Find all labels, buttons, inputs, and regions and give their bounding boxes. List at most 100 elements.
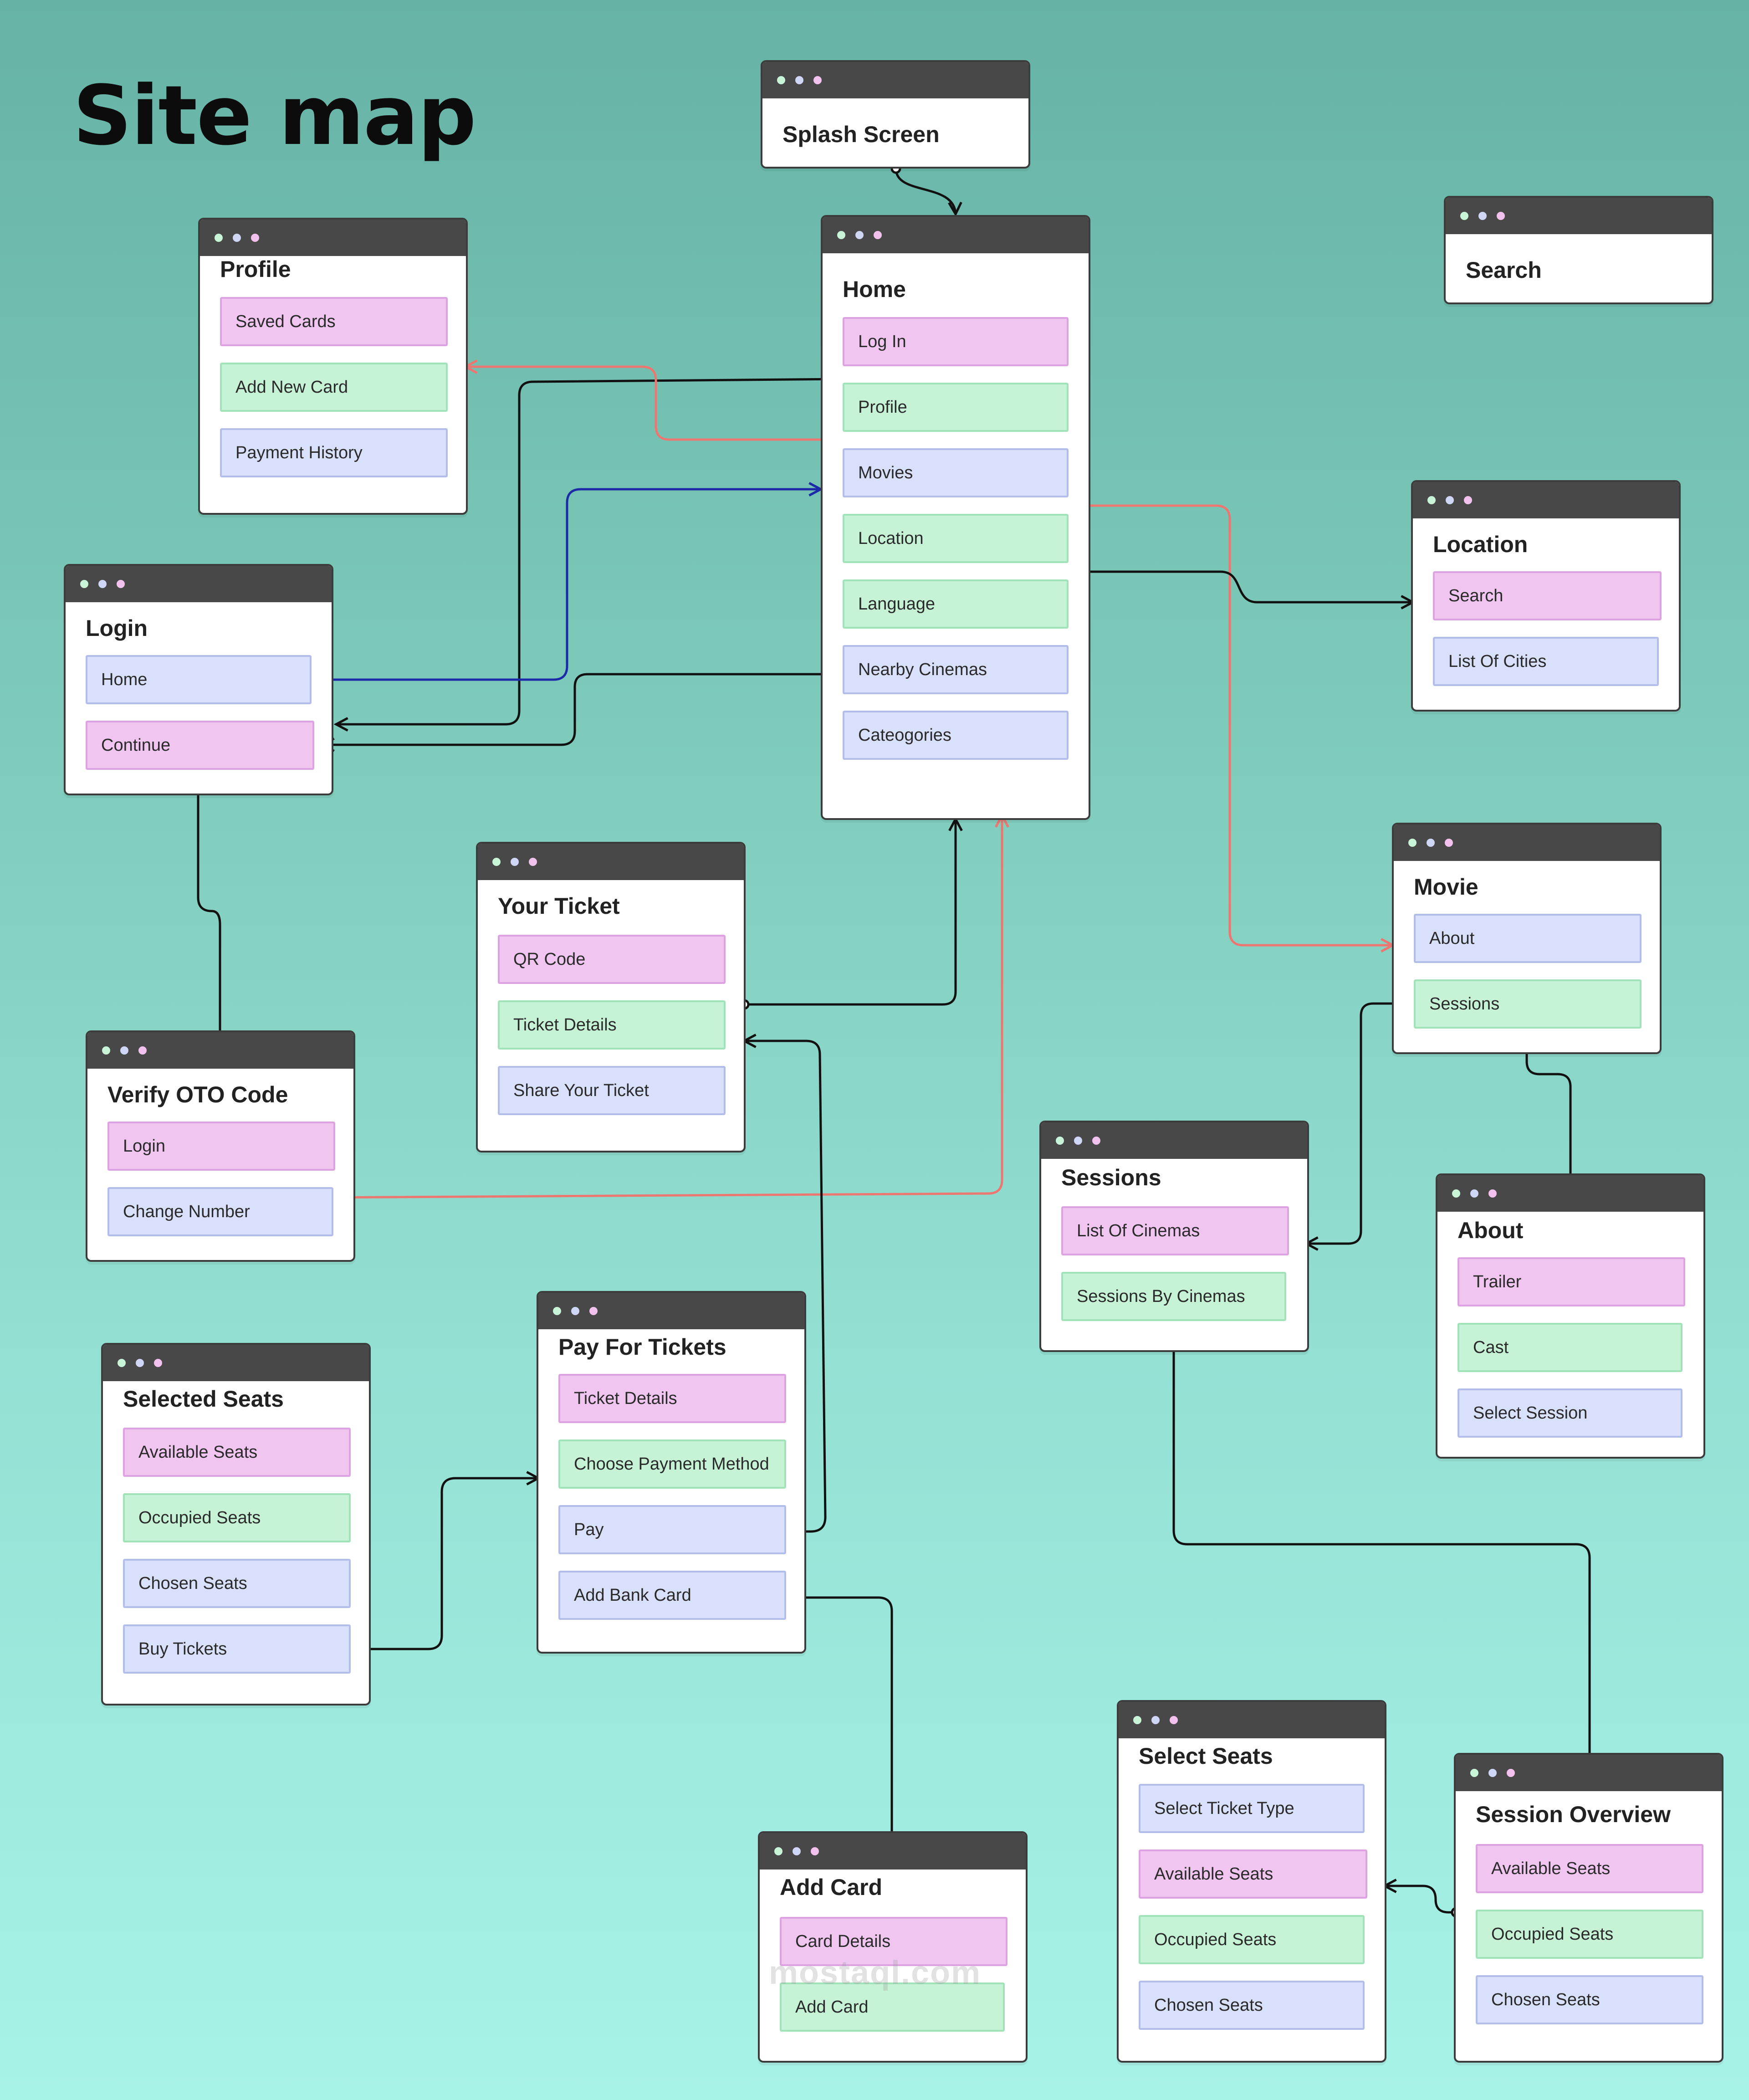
profile-item-saved-cards[interactable]: Saved Cards — [220, 297, 448, 346]
window-titlebar — [66, 566, 332, 602]
addcard-item-card-details[interactable]: Card Details — [780, 1917, 1007, 1966]
home-item-nearby-cinemas[interactable]: Nearby Cinemas — [843, 645, 1069, 694]
window-home[interactable]: Home Log In Profile Movies Location Lang… — [821, 215, 1090, 820]
window-titlebar — [87, 1032, 353, 1069]
home-item-log-in[interactable]: Log In — [843, 317, 1069, 366]
watermark: mostaql.com — [769, 1955, 982, 1991]
overview-item-chosen-seats[interactable]: Chosen Seats — [1476, 1975, 1703, 2024]
about-item-cast[interactable]: Cast — [1458, 1323, 1683, 1372]
window-titlebar — [1041, 1122, 1307, 1159]
ticket-item-share-your-ticket[interactable]: Share Your Ticket — [498, 1066, 726, 1115]
login-item-home[interactable]: Home — [86, 655, 312, 704]
window-title: Login — [86, 615, 148, 641]
window-profile[interactable]: Profile Saved Cards Add New Card Payment… — [198, 218, 468, 515]
window-session-overview[interactable]: Session Overview Available Seats Occupie… — [1454, 1753, 1723, 2063]
sessions-item-sessions-by-cinemas[interactable]: Sessions By Cinemas — [1061, 1272, 1286, 1321]
window-title: Splash Screen — [782, 122, 940, 147]
window-select-seats[interactable]: Select Seats Select Ticket Type Availabl… — [1117, 1700, 1386, 2063]
dot-icon — [874, 231, 882, 239]
dot-icon — [1464, 496, 1472, 504]
window-pay-for-tickets[interactable]: Pay For Tickets Ticket Details Choose Pa… — [537, 1291, 806, 1654]
window-verify-oto-code[interactable]: Verify OTO Code Login Change Number — [86, 1030, 355, 1262]
page-title: Site map — [73, 68, 476, 164]
dot-icon — [1478, 212, 1487, 220]
window-splash-screen[interactable]: Splash Screen — [761, 60, 1030, 169]
window-titlebar — [762, 62, 1028, 98]
dot-icon — [1497, 212, 1505, 220]
about-item-select-session[interactable]: Select Session — [1458, 1388, 1683, 1438]
dot-icon — [98, 580, 107, 588]
pay-item-choose-payment-method[interactable]: Choose Payment Method — [558, 1439, 786, 1489]
overview-item-occupied-seats[interactable]: Occupied Seats — [1476, 1910, 1703, 1959]
window-titlebar — [1119, 1702, 1385, 1738]
window-selected-seats[interactable]: Selected Seats Available Seats Occupied … — [101, 1343, 371, 1706]
dot-icon — [1452, 1189, 1460, 1198]
dot-icon — [251, 234, 259, 242]
window-sessions[interactable]: Sessions List Of Cinemas Sessions By Cin… — [1039, 1121, 1309, 1352]
dot-icon — [774, 1847, 782, 1855]
selected-item-buy-tickets[interactable]: Buy Tickets — [123, 1624, 351, 1674]
overview-item-available-seats[interactable]: Available Seats — [1476, 1844, 1703, 1893]
sessions-item-list-of-cinemas[interactable]: List Of Cinemas — [1061, 1206, 1289, 1255]
pay-item-pay[interactable]: Pay — [558, 1505, 786, 1554]
home-item-language[interactable]: Language — [843, 579, 1069, 629]
window-your-ticket[interactable]: Your Ticket QR Code Ticket Details Share… — [476, 842, 746, 1152]
selected-item-occupied-seats[interactable]: Occupied Seats — [123, 1493, 351, 1542]
pay-item-ticket-details[interactable]: Ticket Details — [558, 1374, 786, 1423]
window-movie[interactable]: Movie About Sessions — [1392, 823, 1662, 1054]
window-title: Sessions — [1061, 1165, 1161, 1190]
home-item-categories[interactable]: Cateogories — [843, 711, 1069, 760]
window-title: Add Card — [780, 1875, 882, 1900]
dot-icon — [80, 580, 88, 588]
dot-icon — [571, 1307, 579, 1315]
window-about[interactable]: About Trailer Cast Select Session — [1436, 1173, 1705, 1459]
window-title: Your Ticket — [498, 893, 620, 919]
window-titlebar — [1446, 198, 1712, 234]
dot-icon — [1074, 1137, 1082, 1145]
window-title: Profile — [220, 256, 291, 282]
selectseats-item-available-seats[interactable]: Available Seats — [1139, 1849, 1367, 1899]
selected-item-chosen-seats[interactable]: Chosen Seats — [123, 1559, 351, 1608]
selectseats-item-chosen-seats[interactable]: Chosen Seats — [1139, 1981, 1365, 2030]
about-item-trailer[interactable]: Trailer — [1458, 1257, 1685, 1306]
location-item-list-of-cities[interactable]: List Of Cities — [1433, 637, 1659, 686]
dot-icon — [811, 1847, 819, 1855]
dot-icon — [1133, 1716, 1141, 1724]
verify-item-change-number[interactable]: Change Number — [107, 1187, 333, 1236]
link-movies-movie — [1068, 504, 1393, 945]
ticket-item-qr-code[interactable]: QR Code — [498, 935, 726, 984]
window-add-card[interactable]: Add Card Card Details Add Card — [758, 1831, 1028, 2063]
selectseats-item-occupied-seats[interactable]: Occupied Seats — [1139, 1915, 1365, 1964]
ticket-item-ticket-details[interactable]: Ticket Details — [498, 1000, 726, 1050]
selected-item-available-seats[interactable]: Available Seats — [123, 1428, 351, 1477]
movie-item-about[interactable]: About — [1414, 914, 1642, 963]
login-item-continue[interactable]: Continue — [86, 721, 314, 770]
movie-item-sessions[interactable]: Sessions — [1414, 979, 1642, 1029]
window-title: Select Seats — [1139, 1743, 1273, 1769]
dot-icon — [102, 1046, 110, 1055]
window-login[interactable]: Login Home Continue — [64, 564, 333, 795]
link-movie-sessions — [1306, 1002, 1414, 1244]
window-search[interactable]: Search — [1444, 196, 1713, 304]
profile-item-payment-history[interactable]: Payment History — [220, 428, 448, 477]
verify-item-login[interactable]: Login — [107, 1122, 335, 1171]
pay-item-add-bank-card[interactable]: Add Bank Card — [558, 1571, 786, 1620]
home-item-movies[interactable]: Movies — [843, 448, 1069, 497]
addcard-item-add-card[interactable]: Add Card — [780, 1982, 1005, 2032]
dot-icon — [1488, 1189, 1497, 1198]
dot-icon — [1427, 496, 1436, 504]
window-title: Selected Seats — [123, 1386, 284, 1412]
link-buy-pay — [347, 1478, 538, 1650]
dot-icon — [215, 234, 223, 242]
location-item-search[interactable]: Search — [1433, 571, 1662, 620]
window-location[interactable]: Location Search List Of Cities — [1411, 480, 1681, 712]
dot-icon — [1056, 1137, 1064, 1145]
profile-item-add-new-card[interactable]: Add New Card — [220, 363, 448, 412]
home-item-location[interactable]: Location — [843, 514, 1069, 563]
dot-icon — [138, 1046, 147, 1055]
home-item-profile[interactable]: Profile — [843, 383, 1069, 432]
window-titlebar — [1456, 1755, 1722, 1791]
dot-icon — [793, 1847, 801, 1855]
selectseats-item-select-ticket-type[interactable]: Select Ticket Type — [1139, 1784, 1365, 1833]
link-login-movies — [311, 489, 821, 681]
